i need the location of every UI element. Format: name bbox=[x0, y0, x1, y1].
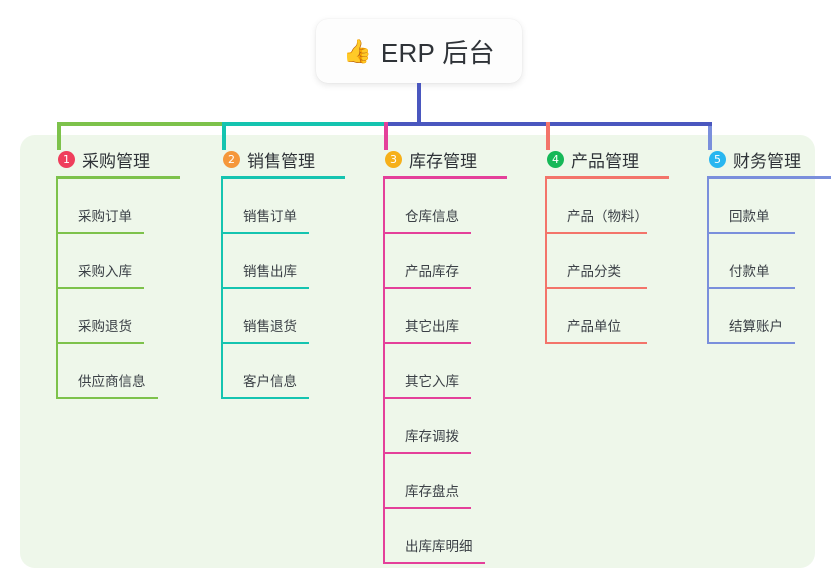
branch-stub-2 bbox=[222, 122, 226, 150]
branch-item-label: 产品（物料） bbox=[567, 209, 648, 224]
branch-header-label: 产品管理 bbox=[571, 151, 639, 171]
branch-item-underline bbox=[545, 287, 647, 289]
branch-spine bbox=[56, 179, 58, 399]
branch-header-underline bbox=[707, 176, 831, 179]
branch-number-badge: 3 bbox=[385, 150, 402, 168]
branch-item-label: 结算账户 bbox=[729, 319, 783, 334]
branch-item-underline bbox=[221, 232, 309, 234]
bus-segment-3 bbox=[384, 122, 550, 126]
branch-header-1[interactable]: 1 采购管理 bbox=[38, 147, 198, 171]
branch-spine bbox=[221, 179, 223, 399]
branch-spine bbox=[383, 179, 385, 564]
branch-item-label: 销售退货 bbox=[243, 319, 297, 334]
branch-item-underline bbox=[383, 452, 471, 454]
branch-item-underline bbox=[56, 397, 158, 399]
branch-number-badge: 5 bbox=[709, 150, 726, 168]
branch-number-badge: 4 bbox=[547, 150, 564, 168]
branch-item-label: 其它出库 bbox=[405, 319, 459, 334]
bus-right-cap bbox=[708, 122, 712, 126]
root-node-content: 👍 ERP 后台 bbox=[343, 33, 495, 70]
branch-item-label: 销售订单 bbox=[243, 209, 297, 224]
branch-column-4: 4 产品管理产品（物料） 产品分类产品单位 bbox=[527, 147, 687, 344]
branch-header-underline bbox=[383, 176, 507, 179]
branch-item-label: 采购入库 bbox=[78, 264, 132, 279]
branch-header-2[interactable]: 2 销售管理 bbox=[203, 147, 363, 171]
branch-item-underline bbox=[221, 397, 309, 399]
branch-column-1: 1 采购管理采购订单采购入库采购退货供应商信息 bbox=[38, 147, 198, 399]
branch-stub-4 bbox=[546, 122, 550, 150]
branch-stub-1 bbox=[57, 122, 61, 150]
branch-item-label: 供应商信息 bbox=[78, 374, 146, 389]
branch-item-label: 出库库明细 bbox=[405, 539, 473, 554]
branch-item-underline bbox=[545, 232, 647, 234]
branch-number-badge: 1 bbox=[58, 150, 75, 168]
branch-item-underline bbox=[383, 287, 471, 289]
branch-header-underline bbox=[221, 176, 345, 179]
branch-item-label: 库存调拨 bbox=[405, 429, 459, 444]
root-node-label: ERP 后台 bbox=[380, 37, 495, 68]
branch-header-underline bbox=[545, 176, 669, 179]
branch-item-label: 库存盘点 bbox=[405, 484, 459, 499]
branch-item-label: 产品分类 bbox=[567, 264, 621, 279]
branch-item-underline bbox=[707, 287, 795, 289]
branch-item-label: 客户信息 bbox=[243, 374, 297, 389]
branch-item-underline bbox=[707, 342, 795, 344]
thumbs-up-icon: 👍 bbox=[343, 37, 372, 64]
branch-stub-5 bbox=[708, 122, 712, 150]
branch-header-3[interactable]: 3 库存管理 bbox=[365, 147, 525, 171]
branch-item-underline bbox=[545, 342, 647, 344]
branch-item-label: 销售出库 bbox=[243, 264, 297, 279]
root-node[interactable]: 👍 ERP 后台 bbox=[316, 19, 522, 83]
branch-item-underline bbox=[56, 232, 144, 234]
branch-column-2: 2 销售管理销售订单销售出库销售退货客户信息 bbox=[203, 147, 363, 399]
branch-item-label: 采购退货 bbox=[78, 319, 132, 334]
branch-item-underline bbox=[383, 232, 471, 234]
branch-stub-3 bbox=[384, 122, 388, 150]
branch-item-underline bbox=[221, 287, 309, 289]
branch-item-underline bbox=[221, 342, 309, 344]
branch-item-label: 回款单 bbox=[729, 209, 770, 224]
branch-header-label: 财务管理 bbox=[733, 151, 801, 171]
branch-header-label: 采购管理 bbox=[82, 151, 150, 171]
branch-item-underline bbox=[56, 287, 144, 289]
branch-item-underline bbox=[56, 342, 144, 344]
branch-header-label: 销售管理 bbox=[247, 151, 315, 171]
bus-segment-4 bbox=[546, 122, 712, 126]
branch-header-4[interactable]: 4 产品管理 bbox=[527, 147, 687, 171]
branch-column-3: 3 库存管理仓库信息产品库存其它出库其它入库库存调拨库存盘点出库库明细 bbox=[365, 147, 525, 564]
branch-item-label: 采购订单 bbox=[78, 209, 132, 224]
diagram-background-panel bbox=[20, 135, 815, 568]
bus-segment-1 bbox=[57, 122, 226, 126]
branch-column-5: 5 财务管理回款单付款单结算账户 bbox=[689, 147, 839, 344]
branch-item-label: 仓库信息 bbox=[405, 209, 459, 224]
bus-segment-2 bbox=[222, 122, 388, 126]
branch-header-label: 库存管理 bbox=[409, 151, 477, 171]
branch-item-underline bbox=[383, 397, 471, 399]
branch-item-label: 产品单位 bbox=[567, 319, 621, 334]
branch-item-underline bbox=[707, 232, 795, 234]
branch-spine bbox=[707, 179, 709, 344]
bus-left-cap bbox=[57, 122, 61, 126]
branch-number-badge: 2 bbox=[223, 150, 240, 168]
branch-item-underline bbox=[383, 562, 485, 564]
branch-header-5[interactable]: 5 财务管理 bbox=[689, 147, 839, 171]
branch-spine bbox=[545, 179, 547, 344]
branch-item-label: 付款单 bbox=[729, 264, 770, 279]
root-stem bbox=[417, 83, 421, 126]
branch-item-label: 其它入库 bbox=[405, 374, 459, 389]
branch-item-underline bbox=[383, 507, 471, 509]
branch-header-underline bbox=[56, 176, 180, 179]
branch-item-underline bbox=[383, 342, 471, 344]
branch-item-label: 产品库存 bbox=[405, 264, 459, 279]
